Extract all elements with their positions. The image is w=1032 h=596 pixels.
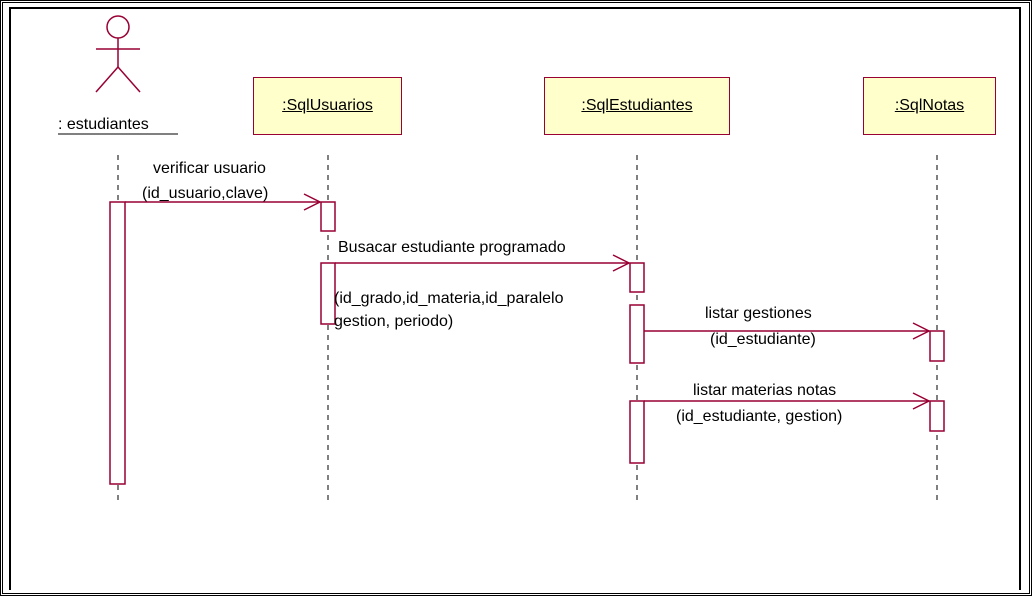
object-sqlnotas: :SqlNotas bbox=[863, 77, 996, 135]
activation-usuarios-1 bbox=[320, 201, 336, 232]
activation-actor bbox=[109, 201, 126, 485]
actor-label: : estudiantes bbox=[58, 116, 149, 133]
message-gestiones-label: listar gestiones bbox=[705, 305, 812, 322]
message-arrow-verificar bbox=[125, 193, 322, 211]
activation-estudiantes-2 bbox=[629, 304, 645, 364]
activation-estudiantes-3 bbox=[629, 400, 645, 464]
activation-notas-1 bbox=[929, 330, 945, 362]
message-materias-params: (id_estudiante, gestion) bbox=[676, 408, 843, 425]
activation-notas-2 bbox=[929, 400, 945, 432]
message-arrow-materias bbox=[644, 392, 931, 410]
message-arrow-gestiones bbox=[644, 322, 931, 340]
message-buscar-params: (id_grado,id_materia,id_paralelo bbox=[334, 290, 564, 307]
message-buscar-label: Busacar estudiante programado bbox=[338, 239, 566, 256]
message-buscar-params-2: gestion, periodo) bbox=[334, 313, 454, 330]
message-gestiones-params: (id_estudiante) bbox=[710, 331, 816, 348]
diagram-inner-border bbox=[9, 7, 1021, 590]
actor-figure-icon bbox=[95, 15, 141, 93]
object-sqlusuarios: :SqlUsuarios bbox=[253, 77, 402, 135]
message-arrow-buscar bbox=[335, 254, 631, 272]
object-sqlestudiantes: :SqlEstudiantes bbox=[544, 77, 730, 135]
message-verificar-params: (id_usuario,clave) bbox=[142, 185, 269, 202]
activation-estudiantes-1 bbox=[629, 262, 645, 293]
activation-usuarios-2 bbox=[320, 262, 336, 325]
message-materias-label: listar materias notas bbox=[693, 382, 837, 399]
message-verificar-label: verificar usuario bbox=[153, 160, 266, 177]
